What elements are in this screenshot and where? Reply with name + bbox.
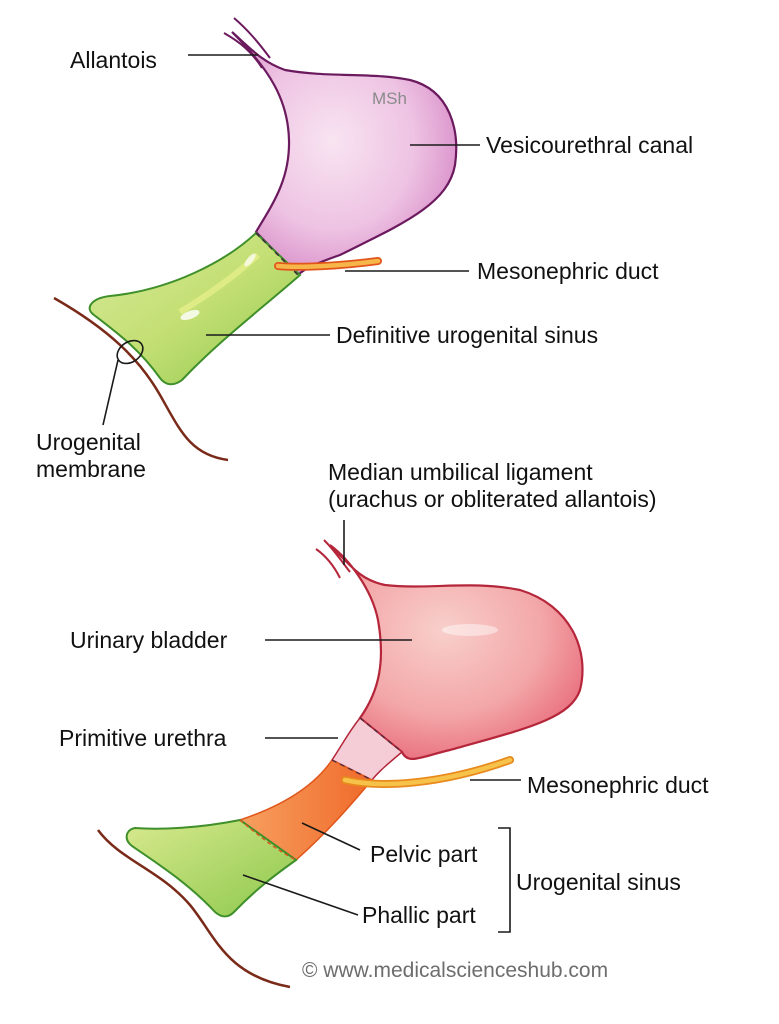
label-urogenital-membrane-1: Urogenital [36,429,141,455]
label-phallic-part: Phallic part [362,902,476,928]
label-mesonephric-duct-bottom: Mesonephric duct [527,772,709,798]
top-figure: MSh Allantois Vesicourethral canal Meson… [36,17,693,482]
membrane-curve-bottom [96,829,291,989]
msh-label: MSh [372,89,407,108]
label-median-umbilical-2: (urachus or obliterated allantois) [328,486,657,512]
urogenital-sinus-bracket [498,827,511,933]
urachus-stalk [315,539,351,579]
leader-pelvic-part [301,822,361,851]
urinary-bladder-shape [329,544,584,761]
leader-phallic-part [242,874,359,916]
label-median-umbilical-1: Median umbilical ligament [328,459,593,485]
bottom-figure: Median umbilical ligament (urachus or ob… [59,459,709,989]
label-definitive-urogenital-sinus: Definitive urogenital sinus [336,322,598,348]
phallic-part-shape [125,818,298,918]
label-mesonephric-duct-top: Mesonephric duct [477,258,659,284]
membrane-marker-loop [116,339,144,365]
label-urinary-bladder: Urinary bladder [70,627,228,653]
leader-urogenital-membrane [102,359,119,426]
label-urogenital-membrane-2: membrane [36,456,146,482]
label-allantois: Allantois [70,47,157,73]
label-pelvic-part: Pelvic part [370,841,478,867]
vesicourethral-canal-shape [231,31,458,277]
label-urogenital-sinus: Urogenital sinus [516,869,681,895]
label-primitive-urethra: Primitive urethra [59,725,227,751]
allantois-stalk [223,17,271,69]
urogenital-membrane-curve [53,296,229,462]
copyright-text: © www.medicalscienceshub.com [302,959,608,982]
label-vesicourethral-canal: Vesicourethral canal [486,132,693,158]
